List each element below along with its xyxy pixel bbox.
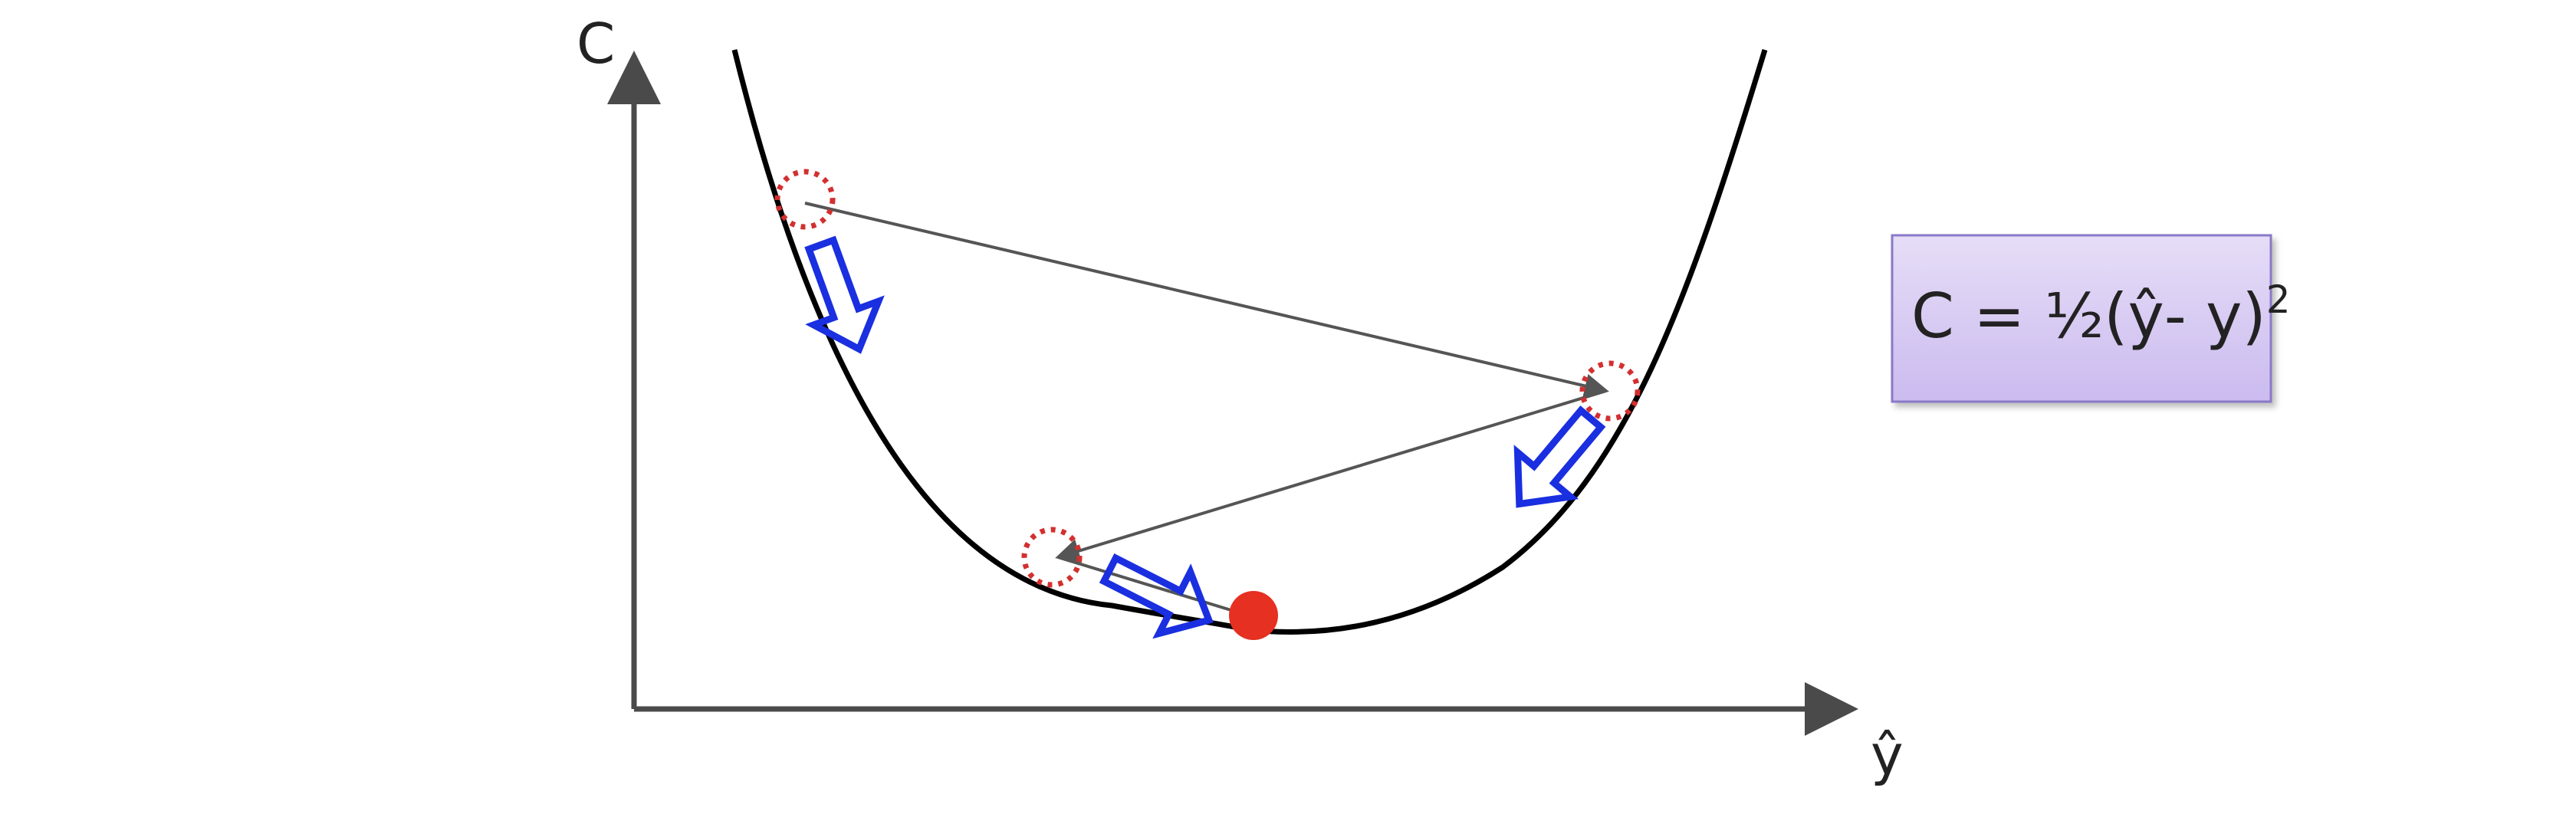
x-axis-label: ŷ xyxy=(1871,723,1904,787)
cost-formula-exponent: 2 xyxy=(2266,277,2291,322)
minimum-point xyxy=(1229,591,1278,640)
cost-curve xyxy=(731,48,1768,635)
step-line-2 xyxy=(1055,389,1607,563)
cost-formula: C = ½(ŷ- y)2 xyxy=(1911,277,2291,352)
gradient-arrow-1-icon xyxy=(804,235,885,354)
gradient-arrow-2-icon xyxy=(1513,405,1606,508)
step-line-1 xyxy=(804,202,1609,399)
cost-formula-main: C = ½(ŷ- y) xyxy=(1911,281,2266,352)
step-marker-1 xyxy=(774,169,836,230)
formula-box: C = ½(ŷ- y)2 xyxy=(1891,234,2291,403)
step-marker-3 xyxy=(1021,527,1083,588)
y-axis-label: C xyxy=(577,11,615,76)
step-line-3 xyxy=(1057,556,1257,623)
step-marker-2 xyxy=(1579,360,1641,422)
gradient-arrow-3-icon xyxy=(1099,553,1214,639)
